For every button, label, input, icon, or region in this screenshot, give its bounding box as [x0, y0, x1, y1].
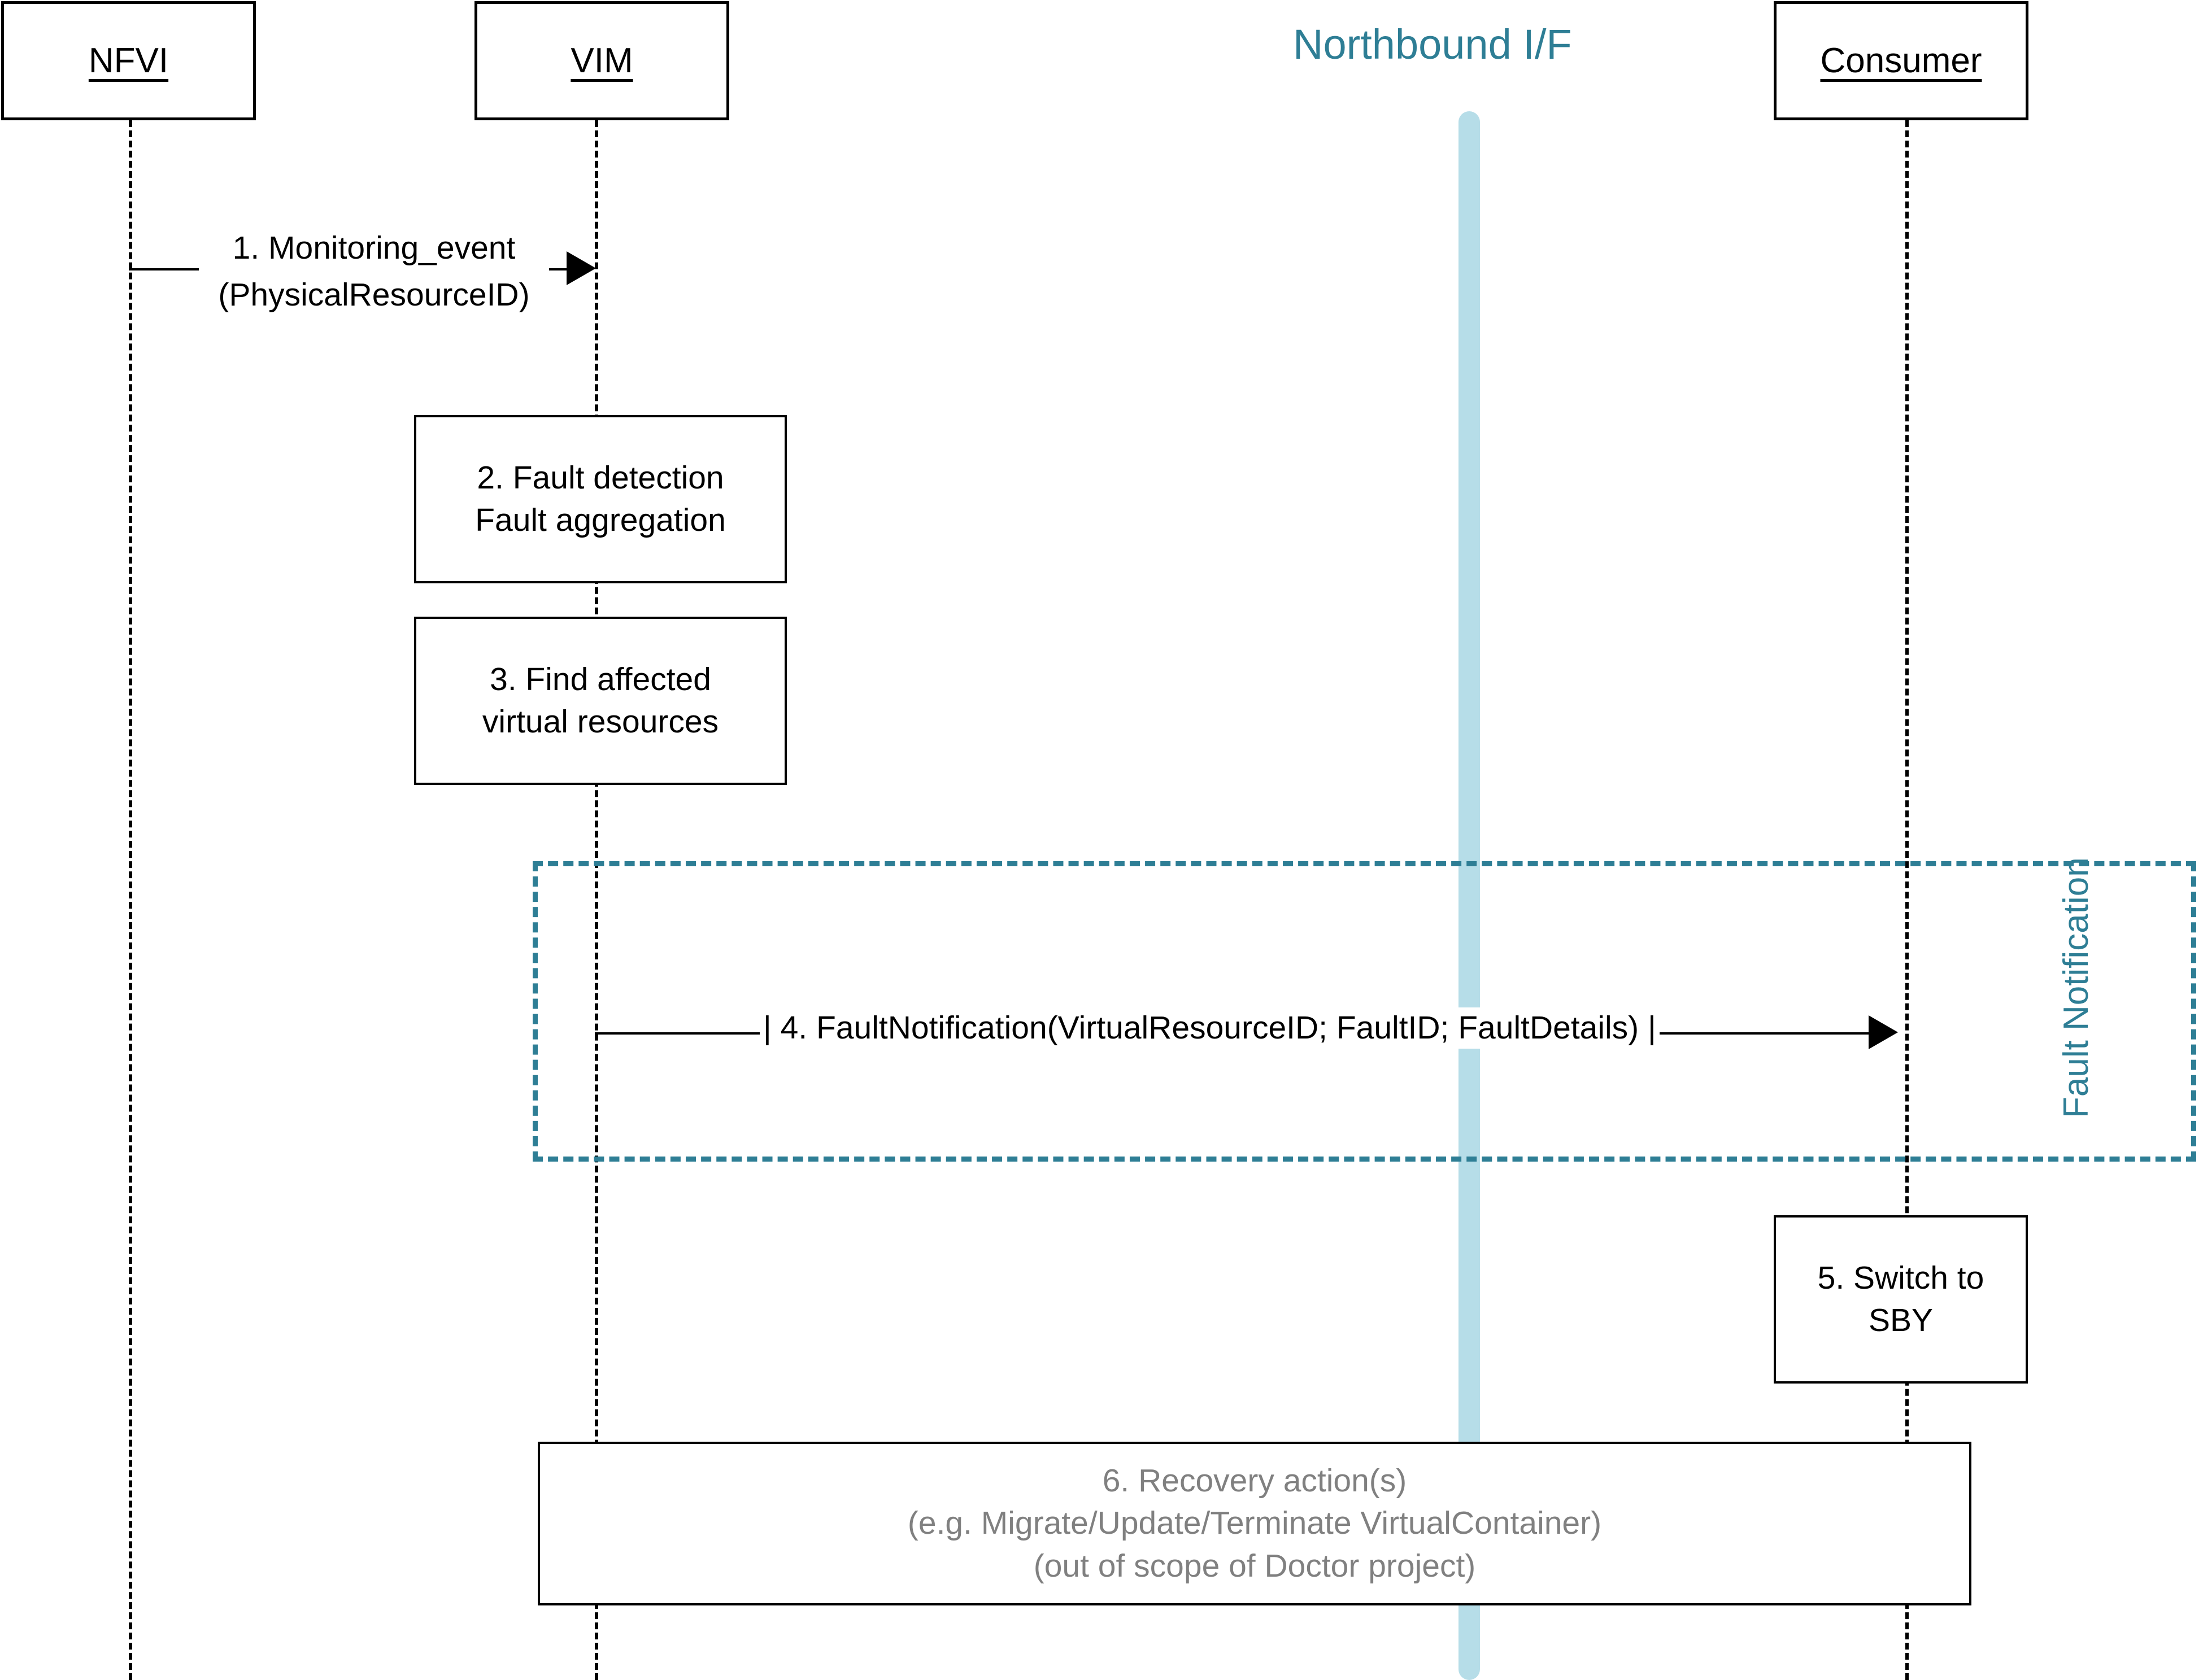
process-box-step-3-line-1: 3. Find affected [490, 661, 711, 697]
lifeline-nfvi [129, 120, 132, 1680]
participant-vim[interactable]: VIM [474, 1, 729, 120]
process-box-step-2-line-2: Fault aggregation [475, 502, 726, 538]
process-box-step-6-line-2: (e.g. Migrate/Update/Terminate VirtualCo… [907, 1505, 1602, 1542]
lifeline-vim [595, 120, 598, 1680]
participant-nfvi[interactable]: NFVI [1, 1, 256, 120]
participant-consumer[interactable]: Consumer [1774, 1, 2028, 120]
process-box-step-3[interactable]: 3. Find affected virtual resources [414, 617, 787, 785]
process-box-step-6-line-1: 6. Recovery action(s) [1102, 1463, 1407, 1499]
process-box-step-6-line-3: (out of scope of Doctor project) [1033, 1547, 1476, 1584]
fragment-label-line2: Notification [2057, 857, 2096, 1031]
message-1-label: 1. Monitoring_event (PhysicalResourceID) [199, 225, 549, 318]
participant-nfvi-label: NFVI [88, 41, 169, 80]
process-box-step-3-line-2: virtual resources [482, 704, 719, 740]
fault-notification-fragment [533, 861, 2196, 1162]
northbound-interface-title: Northbound I/F [1293, 21, 1572, 68]
lifeline-consumer [1905, 120, 1909, 1680]
process-box-step-5-line-2: SBY [1868, 1302, 1934, 1338]
message-4-arrowhead [1869, 1015, 1898, 1049]
process-box-step-6[interactable]: 6. Recovery action(s) (e.g. Migrate/Upda… [538, 1442, 1971, 1605]
northbound-interface-bar [1458, 111, 1480, 1680]
process-box-step-2-line-1: 2. Fault detection [477, 459, 724, 496]
fault-notification-fragment-label: Fault Notification [2056, 857, 2096, 1118]
process-box-step-2[interactable]: 2. Fault detection Fault aggregation [414, 415, 787, 583]
message-4-label: | 4. FaultNotification(VirtualResourceID… [760, 1007, 1660, 1049]
process-box-step-5-line-1: 5. Switch to [1817, 1259, 1984, 1296]
message-1-label-line2: (PhysicalResourceID) [218, 276, 530, 313]
participant-consumer-label: Consumer [1820, 41, 1982, 80]
participant-vim-label: VIM [571, 41, 633, 80]
fragment-label-line1: Fault [2057, 1040, 2096, 1118]
process-box-step-5[interactable]: 5. Switch to SBY [1774, 1215, 2028, 1384]
message-1-label-line1: 1. Monitoring_event [232, 230, 516, 266]
message-1-arrowhead [567, 251, 596, 285]
